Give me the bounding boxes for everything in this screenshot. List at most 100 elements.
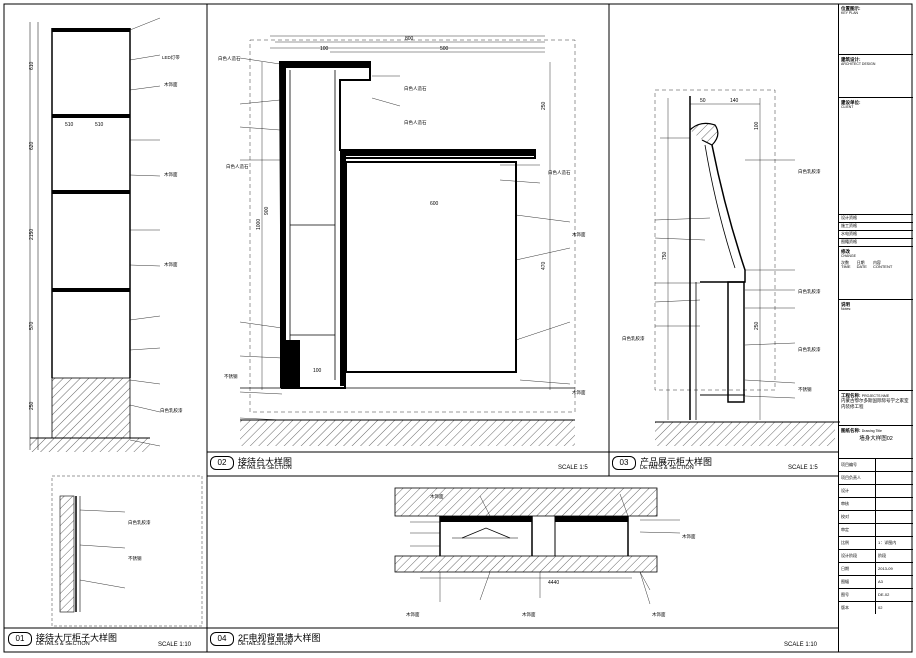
note-stone-04: 白色人造石: [226, 164, 249, 169]
svg-text:800: 800: [405, 36, 414, 42]
svg-text:250: 250: [754, 321, 760, 330]
svg-text:140: 140: [730, 98, 739, 104]
note-paint-06: 白色乳胶漆: [798, 347, 821, 352]
svg-text:620: 620: [29, 141, 35, 150]
drawing-title: 墙身大样图02: [859, 436, 893, 443]
caption-scale: SCALE 1:10: [784, 642, 818, 648]
caption-title: 接待台大样图: [238, 457, 293, 467]
key-plan-sub: KEY PLAN: [841, 11, 859, 16]
svg-text:510: 510: [65, 122, 74, 128]
caption-number: 04: [210, 632, 234, 646]
caption-scale: SCALE 1:10: [158, 642, 192, 648]
info-row: 项目编号: [839, 459, 913, 472]
design-items: 设计资格 施工资格 水电资格 图籍资格: [839, 215, 913, 247]
svg-text:100: 100: [313, 368, 322, 374]
caption-03: 03 产品展示柜大样图 DETAILS & SECTION SCALE 1:5: [612, 456, 836, 476]
caption-title: 接待大厅柜子大样图: [36, 633, 118, 643]
caption-subtitle: DETAILS & SECTION: [36, 641, 90, 647]
note-wood-08: 木饰面: [406, 612, 420, 617]
client-section: 建设单位: CLIENT: [839, 98, 913, 215]
svg-text:570: 570: [29, 321, 35, 330]
rev-col-content: 内容 CONTENT: [872, 259, 893, 270]
note-wood-04: 木饰面: [572, 232, 586, 237]
svg-text:470: 470: [541, 261, 547, 270]
drawing-title-section: 图纸名称: Drawing Title 墙身大样图02: [839, 426, 913, 459]
note-led-01: LED灯带: [162, 55, 180, 60]
info-row: 校对: [839, 511, 913, 524]
note-wood-01: 木饰面: [164, 82, 178, 87]
svg-text:100: 100: [290, 360, 299, 366]
key-plan-section: 位置图示: KEY PLAN: [839, 4, 913, 55]
caption-title: 产品展示柜大样图: [640, 457, 713, 467]
project-section: 工程名称: PROJECTS NME 内蒙古鄂尔多斯国际际号学之家室内装修工程: [839, 391, 913, 426]
note-steel-01: 不锈钢: [128, 556, 142, 561]
note-stone-02: 白色人造石: [404, 86, 427, 91]
caption-02: 02 接待台大样图 DETAILS & SECTION SCALE 1:5: [210, 456, 606, 476]
note-stone-03: 白色人造石: [404, 120, 427, 125]
design-item: 图籍资格: [841, 239, 857, 245]
project-label: 工程名称:: [841, 393, 861, 398]
note-paint-01: 白色乳胶漆: [160, 408, 183, 413]
svg-text:100: 100: [320, 46, 329, 52]
note-paint-02: 白色乳胶漆: [128, 520, 151, 525]
svg-text:900: 900: [264, 206, 270, 215]
rev-col-time: 次数 TIME: [841, 259, 851, 270]
caption-subtitle: DETAILS & SECTION: [238, 641, 292, 647]
project-name: 内蒙古鄂尔多斯国际际号学之家室内装修工程: [841, 398, 909, 409]
note-wood-02: 木饰面: [164, 172, 178, 177]
revision-sub: CHANGE: [841, 254, 856, 259]
design-item: 施工资格: [839, 223, 913, 231]
svg-text:2150: 2150: [29, 229, 35, 240]
info-row: 设计阶段阶段: [839, 550, 913, 563]
note-paint-03: 白色乳胶漆: [798, 169, 821, 174]
detail-03-drawing: 50 140 750 100 250: [654, 89, 840, 446]
note-steel-03: 不锈钢: [798, 387, 812, 392]
notes-section: 说明 Notes:: [839, 300, 913, 391]
caption-subtitle: DETAILS & SECTION: [640, 465, 694, 471]
detail-02-drawing: 800 500 100 600 1000 900 250 470 100 100: [239, 35, 576, 446]
client-sub: CLIENT: [841, 105, 854, 110]
revision-section: 修改 CHANGE 次数 TIME 日期 DATE 内容 CONTENT: [839, 247, 913, 300]
note-steel-02: 不锈钢: [224, 374, 238, 379]
rev-col-date: 日期 DATE: [856, 259, 867, 270]
svg-text:1000: 1000: [256, 219, 262, 230]
caption-number: 03: [612, 456, 636, 470]
architect-label: 建筑设计:: [841, 57, 861, 62]
notes-sub: Notes:: [841, 307, 852, 312]
svg-text:510: 510: [95, 122, 104, 128]
project-sub: PROJECTS NME: [861, 394, 890, 398]
svg-text:100: 100: [754, 121, 760, 130]
note-paint-04: 白色乳胶漆: [798, 289, 821, 294]
note-wood-10: 木饰面: [652, 612, 666, 617]
caption-01: 01 接待大厅柜子大样图 DETAILS & SECTION SCALE 1:1…: [8, 632, 204, 652]
detail-04-drawing: 4440: [394, 487, 681, 605]
caption-subtitle: DETAILS & SECTION: [238, 465, 292, 471]
caption-number: 02: [210, 456, 234, 470]
design-item: 水电资格: [839, 231, 913, 239]
svg-text:610: 610: [29, 61, 35, 70]
note-wood-03: 木饰面: [164, 262, 178, 267]
drawing-title-sub: Drawing Title: [861, 429, 882, 433]
note-wood-07: 木饰面: [682, 534, 696, 539]
svg-text:600: 600: [430, 201, 439, 207]
svg-text:500: 500: [440, 46, 449, 52]
caption-scale: SCALE 1:5: [788, 465, 818, 471]
svg-text:250: 250: [29, 401, 35, 410]
info-row: 设计: [839, 485, 913, 498]
note-stone-01: 白色人造石: [218, 56, 241, 61]
note-wood-09: 木饰面: [522, 612, 536, 617]
drawing-title-label: 图纸名称:: [841, 428, 861, 433]
note-wood-05: 木饰面: [572, 390, 586, 395]
architect-sub: ARCHITECT DESIGN: [841, 62, 876, 67]
svg-text:250: 250: [541, 101, 547, 110]
title-block: 位置图示: KEY PLAN 建筑设计: ARCHITECT DESIGN 建设…: [838, 4, 913, 652]
caption-number: 01: [8, 632, 32, 646]
caption-title: 2F电视背景墙大样图: [238, 633, 321, 643]
note-paint-05: 白色乳胶漆: [622, 336, 645, 341]
info-row: 审核: [839, 498, 913, 511]
